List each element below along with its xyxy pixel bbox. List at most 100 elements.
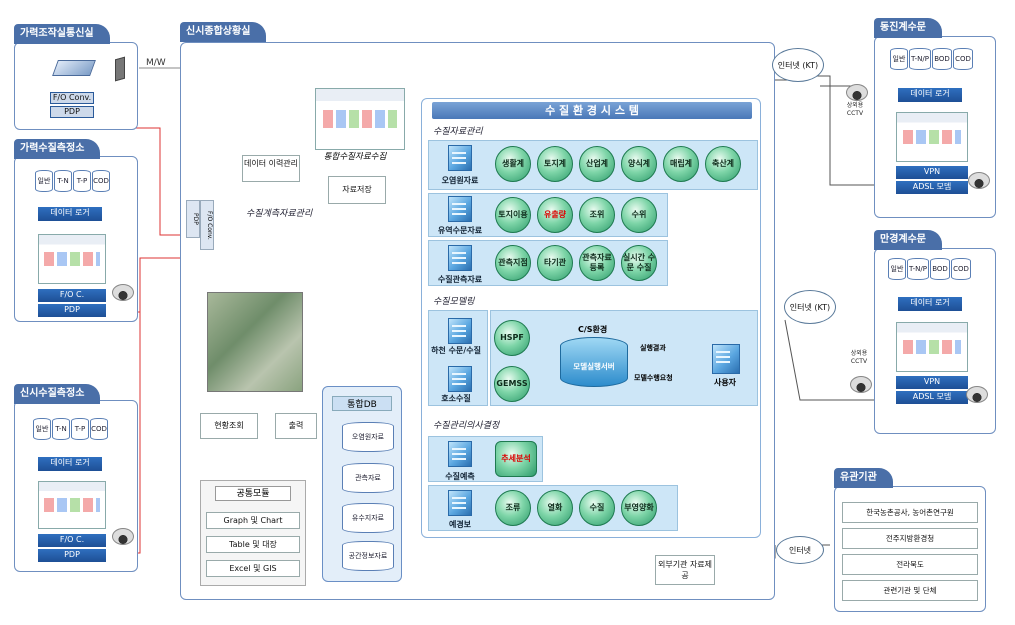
sinsi-cell-2: T-P [71, 418, 89, 440]
user-label: 사용자 [713, 378, 737, 387]
gemss-item[interactable]: GEMSS [494, 366, 530, 402]
garyeok-pdp: PDP [38, 304, 106, 317]
status-button[interactable]: 현황조회 [200, 413, 258, 439]
db-item-2: 유수지자료 [342, 503, 394, 533]
internet-kt-cloud-top: 인터넷 (KT) [772, 48, 824, 82]
agency-item-3: 관련기관 및 단체 [842, 580, 978, 601]
sinsi-fo: F/O C. [38, 534, 106, 547]
circle-item[interactable]: 실시간 수문 수질 [621, 245, 657, 281]
db-item-3: 공간정보자료 [342, 541, 394, 571]
circle-item[interactable]: 토지계 [537, 146, 573, 182]
server-cylinder-icon [560, 337, 628, 387]
building-icon [448, 318, 472, 344]
circle-item[interactable]: 타기관 [537, 245, 573, 281]
model-row-label: 호소수질 [441, 394, 471, 403]
mangyeong-vpn: VPN [896, 376, 968, 389]
garyeok-cell-3: COD [92, 170, 110, 192]
circle-item[interactable]: 매립계 [663, 146, 699, 182]
db-title: 통합DB [332, 396, 392, 411]
history-box: 데이터 이력관리 [242, 155, 300, 182]
cctv-camera-icon [850, 376, 872, 393]
mangyeong-monitor [896, 322, 968, 372]
row-label: 오염원자료 [441, 176, 479, 185]
circle-item[interactable]: 유출량 [537, 197, 573, 233]
circle-item[interactable]: 조류 [495, 490, 531, 526]
cctv-camera-icon [966, 386, 988, 403]
map-screen [207, 292, 303, 392]
mangyeong-logger: 데이터 로거 [898, 297, 962, 311]
router-icon [52, 60, 96, 76]
building-icon [448, 196, 472, 222]
sinsi-monitor [38, 481, 106, 529]
mangyeong-title: 만경계수문 [874, 230, 942, 250]
system-title: 수 질 환 경 시 스 템 [432, 102, 752, 119]
server-label: 모델실행서버 [573, 362, 615, 371]
row-label: 유역수문자료 [437, 226, 483, 235]
internet-kt-cloud-mid: 인터넷 (KT) [784, 290, 836, 324]
circle-item[interactable]: 관측지점 [495, 245, 531, 281]
garyeok-cell-0: 일반 [35, 170, 53, 192]
integrated-label: 통합수질자료수집 [323, 152, 387, 162]
external-box: 외부기관 자료제공 [655, 555, 715, 585]
common-title: 공통모듈 [215, 486, 291, 501]
garyeok-monitor [38, 234, 106, 284]
circle-item[interactable]: 열화 [537, 490, 573, 526]
donggin-cell-2: BOD [932, 48, 952, 70]
building-icon [448, 366, 472, 392]
mangyeong-cell-2: BOD [930, 258, 950, 280]
garyeok-cell-1: T-N [54, 170, 72, 192]
model-row-label: 하천 수문/수질 [431, 346, 481, 355]
garyeok-cell-2: T-P [73, 170, 91, 192]
agency-item-0: 한국농촌공사, 농어촌연구원 [842, 502, 978, 523]
mw-label: M/W [146, 58, 166, 68]
circle-item[interactable]: 수질 [579, 490, 615, 526]
donggin-cell-0: 일반 [890, 48, 908, 70]
db-item-1: 관측자료 [342, 463, 394, 493]
center-pdp: PDP [186, 200, 200, 238]
donggin-title: 동진계수문 [874, 18, 942, 38]
cctv-camera-icon [112, 284, 134, 301]
cctv-camera-icon [112, 528, 134, 545]
request-label: 모델수행요청 [634, 374, 673, 382]
circle-item[interactable]: 수위 [621, 197, 657, 233]
sinsi-cell-1: T-N [52, 418, 70, 440]
mangyeong-cell-0: 일반 [888, 258, 906, 280]
row-label: 예경보 [448, 520, 472, 529]
garyeok-title: 가력수질측정소 [14, 139, 101, 159]
print-button[interactable]: 출력 [275, 413, 317, 439]
row-label: 수질관측자료 [437, 275, 483, 284]
gaekjo-fo: F/O Conv. [50, 92, 94, 104]
circle-item[interactable]: 관측자료 등록 [579, 245, 615, 281]
circle-item[interactable]: 산업계 [579, 146, 615, 182]
common-item-0[interactable]: Graph 및 Chart [206, 512, 300, 529]
db-item-0: 오염원자료 [342, 422, 394, 452]
sinsi-logger: 데이터 로거 [38, 457, 102, 471]
donggin-cell-1: T-N/P [909, 48, 931, 70]
row-label: 수질예측 [445, 472, 475, 481]
donggin-adsl: ADSL 모뎀 [896, 181, 968, 194]
agencies-title: 유관기관 [834, 468, 893, 488]
circle-item[interactable]: 축산계 [705, 146, 741, 182]
donggin-logger: 데이터 로거 [898, 88, 962, 102]
hspf-item[interactable]: HSPF [494, 320, 530, 356]
garyeok-logger: 데이터 로거 [38, 207, 102, 221]
common-item-2[interactable]: Excel 및 GIS [206, 560, 300, 577]
mangyeong-adsl: ADSL 모뎀 [896, 391, 968, 404]
internet-cloud: 인터넷 [776, 536, 824, 564]
integrated-monitor [315, 88, 405, 150]
donggin-cctv-label: 상외용 CCTV [846, 102, 864, 117]
circle-item[interactable]: 조위 [579, 197, 615, 233]
mangyeong-cctv-label: 상외용 CCTV [850, 350, 868, 365]
garyeok-fo: F/O C. [38, 289, 106, 302]
center-title: 신시종합상황실 [180, 22, 267, 42]
cctv-camera-icon [846, 84, 868, 101]
trend-item[interactable]: 추세분석 [495, 441, 537, 477]
antenna-icon [115, 56, 125, 82]
circle-item[interactable]: 토지이용 [495, 197, 531, 233]
storage-box: 자료저장 [328, 176, 386, 204]
circle-item[interactable]: 부영양화 [621, 490, 657, 526]
common-item-1[interactable]: Table 및 대장 [206, 536, 300, 553]
circle-item[interactable]: 생활계 [495, 146, 531, 182]
circle-item[interactable]: 양식계 [621, 146, 657, 182]
sec1-label: 수질자료관리 [433, 127, 483, 137]
